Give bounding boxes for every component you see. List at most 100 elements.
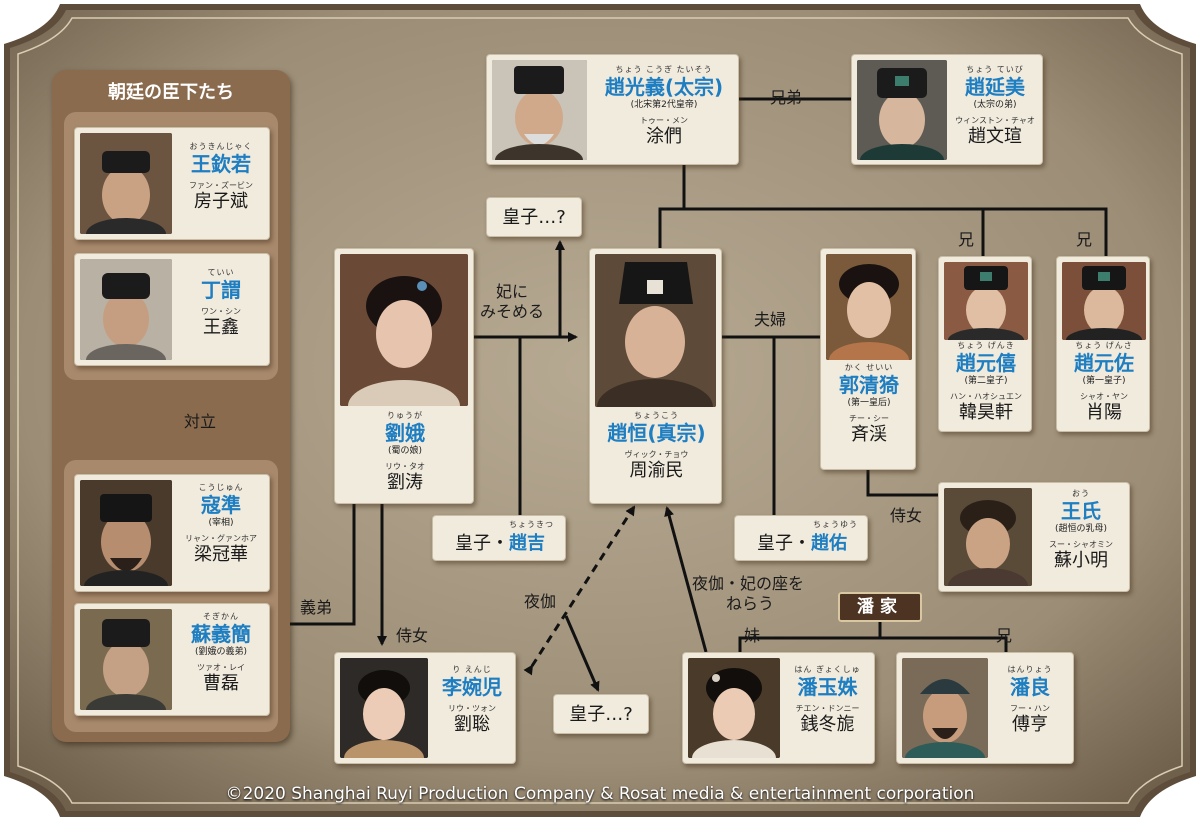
portrait-photo	[944, 262, 1028, 340]
card-li-waner[interactable]: り えんじ 李婉児 リウ・ツォン 劉聡	[334, 652, 516, 764]
name-ruby: ちょう ていび	[966, 65, 1024, 74]
name-ruby: ちょうきつ	[509, 520, 554, 529]
name-ruby: そぎかん	[203, 612, 239, 621]
actor-name: 周渝民	[629, 460, 684, 481]
name-ruby: おう	[1072, 489, 1090, 498]
conflict-label: 対立	[184, 412, 217, 431]
character-name: 郭清猗	[839, 373, 899, 397]
actor-name: 王鑫	[203, 317, 239, 338]
name-ruby: りゅうが	[387, 411, 423, 420]
actor-name: 趙文瑄	[968, 126, 1022, 147]
card-pan-liang[interactable]: はんりょう 潘良 フー・ハン 傅亨	[896, 652, 1074, 764]
card-zhao-yanmei[interactable]: ちょう ていび 趙延美 (太宗の弟) ウィンストン・チャオ 趙文瑄	[851, 54, 1043, 165]
actor-kana: チエン・ドンニー	[795, 704, 860, 713]
elder-brother-pan-label: 兄	[996, 626, 1013, 645]
actor-kana: チー・シー	[849, 414, 889, 423]
character-role: (蜀の娘)	[387, 446, 423, 456]
card-wang-shi[interactable]: おう 王氏 (趙恒の乳母) スー・シャオミン 蘇小明	[938, 482, 1130, 592]
maid-label-li: 侍女	[396, 626, 429, 645]
box-name: 趙佑	[811, 533, 847, 554]
actor-kana: リウ・ツォン	[448, 704, 496, 713]
card-ding-wei[interactable]: ていい 丁謂 ワン・シン 王鑫	[74, 253, 270, 366]
character-role: (趙恒の乳母)	[1054, 524, 1108, 534]
portrait-photo	[80, 259, 172, 360]
actor-name: 劉聡	[454, 714, 490, 735]
brothers-label: 兄弟	[770, 88, 803, 107]
character-name: 趙元僖	[956, 351, 1016, 375]
name-ruby: り えんじ	[452, 665, 492, 674]
prince-zhao-you-box[interactable]: ちょうゆう 皇子・趙佑	[734, 515, 868, 561]
actor-name: 銭冬旎	[800, 714, 855, 735]
actor-kana: シャオ・ヤン	[1080, 392, 1128, 401]
card-pan-yuzhu[interactable]: はん ぎょくしゅ 潘玉姝 チエン・ドンニー 銭冬旎	[682, 652, 875, 764]
elder-brother-label-1: 兄	[958, 230, 975, 249]
actor-name: 曹磊	[203, 673, 239, 694]
actor-name: 韓昊軒	[959, 402, 1013, 423]
character-role: (北宋第2代皇帝)	[630, 100, 698, 110]
box-prefix: 皇子・	[455, 533, 509, 554]
portrait-photo	[826, 254, 912, 360]
portrait-photo	[688, 658, 780, 758]
actor-name: 梁冠華	[194, 544, 248, 565]
box-text: 皇子…?	[502, 207, 566, 228]
night-seat-label-2: ねらう	[726, 594, 775, 613]
name-ruby: ちょう げんさ	[1075, 341, 1133, 350]
card-kou-zhun[interactable]: こうじゅん 寇準 (宰相) リャン・グァンホア 梁冠華	[74, 474, 270, 592]
actor-kana: リウ・タオ	[385, 462, 425, 471]
card-guo-qingyi[interactable]: かく せいい 郭清猗 (第一皇后) チー・シー 斉渓	[820, 248, 916, 470]
sworn-brother-label: 義弟	[300, 598, 333, 617]
name-ruby: ちょうゆう	[813, 520, 858, 529]
character-role: (第一皇子)	[1082, 376, 1126, 386]
actor-kana: ファン・ズービン	[189, 181, 253, 190]
box-prefix: 皇子・	[757, 533, 811, 554]
portrait-photo	[902, 658, 988, 758]
box-text: 皇子…?	[569, 704, 633, 725]
portrait-photo	[1062, 262, 1146, 340]
actor-kana: ヴィック・チョウ	[624, 450, 689, 459]
card-su-yijian[interactable]: そぎかん 蘇義簡 (劉娥の義弟) ツァオ・レイ 曹磊	[74, 603, 270, 716]
actor-name: 傅亨	[1012, 714, 1048, 735]
character-name: 丁謂	[201, 278, 241, 302]
actor-name: 涂們	[646, 126, 682, 147]
actor-kana: ウィンストン・チャオ	[955, 116, 1035, 125]
card-zhao-guangyi[interactable]: ちょう こうぎ たいそう 趙光義(太宗) (北宋第2代皇帝) トゥー・メン 涂們	[486, 54, 739, 165]
pan-family-label: 潘家	[838, 592, 922, 622]
court-title: 朝廷の臣下たち	[108, 82, 234, 103]
character-role: (第二皇子)	[964, 376, 1008, 386]
actor-name: 房子斌	[194, 191, 248, 212]
character-name: 趙光義(太宗)	[604, 75, 724, 99]
portrait-photo	[492, 60, 587, 160]
unknown-prince-box-bottom[interactable]: 皇子…?	[553, 694, 649, 734]
prince-zhao-ji-box[interactable]: ちょうきつ 皇子・趙吉	[432, 515, 566, 561]
copyright-text: ©2020 Shanghai Ruyi Production Company &…	[225, 784, 975, 804]
younger-sister-label: 妹	[744, 626, 761, 645]
concubine-label-2: みそめる	[480, 302, 545, 321]
portrait-photo	[80, 133, 172, 234]
card-liu-e[interactable]: りゅうが 劉娥 (蜀の娘) リウ・タオ 劉涛	[334, 248, 474, 504]
name-ruby: ちょうこう	[634, 411, 679, 420]
card-wang-qinruo[interactable]: おうきんじゃく 王欽若 ファン・ズービン 房子斌	[74, 127, 270, 240]
portrait-photo	[857, 60, 947, 160]
night-seat-label-1: 夜伽・妃の座を	[692, 574, 805, 593]
actor-kana: ツァオ・レイ	[197, 663, 245, 672]
name-ruby: はんりょう	[1007, 665, 1053, 674]
portrait-photo	[80, 609, 172, 710]
portrait-photo	[80, 480, 172, 586]
character-name: 趙恒(真宗)	[607, 421, 706, 445]
elder-brother-label-2: 兄	[1076, 230, 1093, 249]
character-name: 王氏	[1061, 499, 1101, 523]
unknown-prince-box-top[interactable]: 皇子…?	[486, 197, 582, 237]
portrait-photo	[340, 254, 468, 406]
actor-name: 劉涛	[387, 472, 423, 493]
card-zhao-yuanzuo[interactable]: ちょう げんさ 趙元佐 (第一皇子) シャオ・ヤン 肖陽	[1056, 256, 1150, 432]
name-ruby: ちょう げんき	[957, 341, 1015, 350]
actor-kana: トゥー・メン	[640, 116, 688, 125]
character-name: 潘良	[1010, 675, 1050, 699]
card-zhao-heng[interactable]: ちょうこう 趙恒(真宗) ヴィック・チョウ 周渝民	[589, 248, 722, 504]
name-ruby: ちょう こうぎ たいそう	[615, 65, 713, 74]
character-role: (太宗の弟)	[973, 100, 1017, 110]
card-zhao-yuanxi[interactable]: ちょう げんき 趙元僖 (第二皇子) ハン・ハオシュエン 韓昊軒	[938, 256, 1032, 432]
character-role: (第一皇后)	[847, 398, 891, 408]
